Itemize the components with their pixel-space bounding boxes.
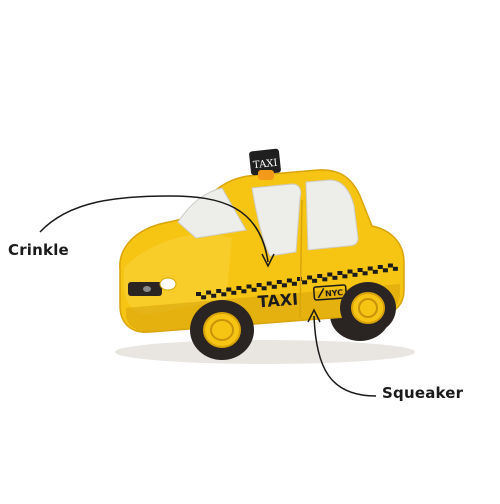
crinkle-arrowhead-icon — [261, 253, 275, 268]
checker-square — [216, 289, 222, 293]
ground-shadow — [115, 340, 415, 364]
checker-square — [347, 269, 353, 274]
checker-square — [322, 277, 328, 282]
checker-square — [251, 287, 257, 292]
checker-square — [271, 284, 277, 289]
checker-square — [372, 269, 378, 274]
checker-square — [307, 275, 313, 280]
checker-square — [206, 290, 212, 295]
checker-square — [377, 265, 383, 269]
checker-square — [201, 295, 207, 300]
checker-square — [226, 287, 232, 292]
nyc-badge: NYC — [313, 284, 348, 301]
checker-square — [297, 277, 302, 281]
checker-square — [221, 292, 227, 297]
checker-square — [327, 272, 333, 277]
crinkle-label: Crinkle — [8, 241, 69, 259]
checker-square — [387, 263, 393, 268]
front-side-window — [251, 183, 302, 257]
squeaker-label: Squeaker — [382, 384, 464, 402]
checker-square — [261, 286, 267, 291]
checker-square — [392, 266, 398, 271]
checker-square — [236, 286, 242, 290]
checker-square — [382, 268, 388, 273]
checker-square — [352, 272, 358, 277]
squeaker-annotation-line — [313, 315, 377, 397]
checker-square — [317, 274, 323, 278]
front-grille — [128, 282, 162, 296]
checker-square — [367, 266, 373, 271]
door-seam — [299, 199, 303, 319]
rear-wheel — [340, 282, 396, 334]
checker-square — [332, 275, 338, 280]
windshield — [177, 187, 247, 239]
headlight — [159, 277, 177, 291]
checker-square — [337, 271, 343, 275]
squeaker-arrowhead-icon — [307, 308, 321, 323]
roof-sign-text: TAXI — [253, 158, 278, 171]
checker-square — [302, 280, 308, 285]
checker-square — [256, 283, 262, 287]
checker-square — [281, 283, 287, 288]
front-wheel — [190, 300, 254, 360]
checker-square — [231, 290, 237, 295]
checker-square — [286, 278, 292, 283]
rear-side-window — [305, 179, 359, 251]
checker-square — [312, 278, 318, 283]
checker-square — [196, 292, 201, 296]
checker-square — [357, 268, 363, 272]
roof-sign: TAXI — [249, 148, 281, 180]
checker-square — [241, 289, 247, 294]
crinkle-annotation-line — [39, 195, 269, 263]
checker-square — [266, 281, 272, 286]
checker-stripe — [196, 263, 398, 300]
checker-square — [342, 274, 348, 279]
checker-square — [362, 271, 368, 276]
checker-square — [211, 293, 217, 298]
nyc-badge-text: NYC — [325, 288, 344, 298]
door-taxi-text: TAXI — [257, 290, 299, 312]
checker-square — [291, 281, 297, 286]
checker-square — [246, 284, 252, 289]
checker-square — [276, 280, 282, 284]
